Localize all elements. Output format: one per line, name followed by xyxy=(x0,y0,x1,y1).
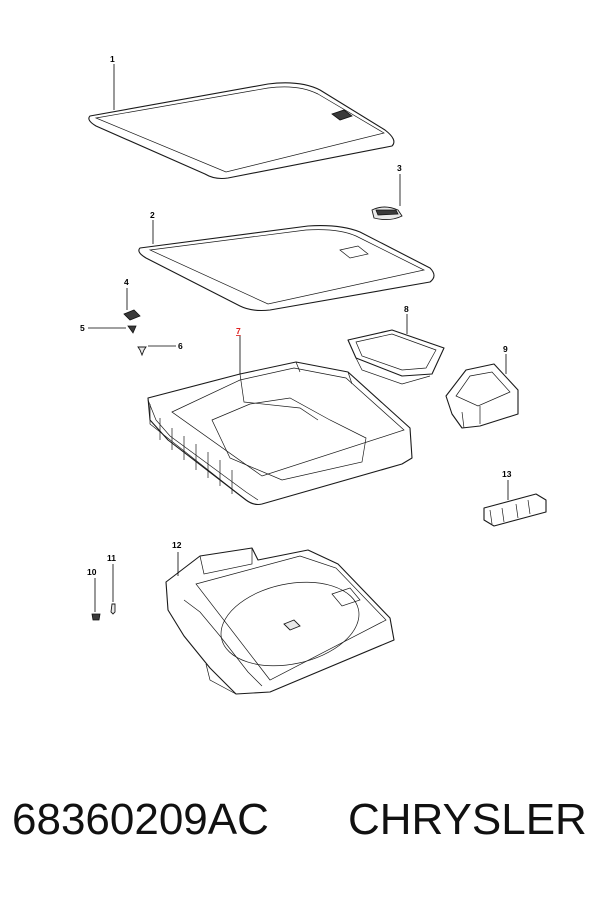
part-11-pin xyxy=(110,603,116,615)
part-2-floor-panel xyxy=(138,225,435,312)
callout-9: 9 xyxy=(503,344,508,354)
callout-8: 8 xyxy=(404,304,409,314)
part-9-side-bin xyxy=(445,363,519,429)
brand-label: CHRYSLER xyxy=(348,795,587,844)
part-10-clip xyxy=(91,613,101,621)
part-7-storage-tub xyxy=(147,361,413,506)
callout-6: 6 xyxy=(178,341,183,351)
callout-7: 7 xyxy=(236,326,241,336)
callout-13: 13 xyxy=(502,469,512,479)
parts-diagram: 1 3 2 4 5 6 7 xyxy=(80,54,547,695)
part-12-lower-tray xyxy=(165,547,395,695)
part-number-label: 68360209AC xyxy=(12,795,269,844)
callout-3: 3 xyxy=(397,163,402,173)
part-5-fastener xyxy=(127,325,137,334)
callout-2: 2 xyxy=(150,210,155,220)
part-8-tray xyxy=(347,329,445,385)
callout-5: 5 xyxy=(80,323,85,333)
callout-10: 10 xyxy=(87,567,97,577)
callout-4: 4 xyxy=(124,277,129,287)
part-1-load-floor-panel xyxy=(88,82,395,180)
part-3-handle xyxy=(371,206,403,221)
footer: 68360209AC CHRYSLER xyxy=(0,795,600,875)
part-6-screw xyxy=(137,346,147,357)
callout-12: 12 xyxy=(172,540,182,550)
part-4-clip xyxy=(123,309,141,321)
callout-11: 11 xyxy=(107,553,116,563)
part-13-bracket xyxy=(483,493,547,527)
callout-1: 1 xyxy=(110,54,115,64)
